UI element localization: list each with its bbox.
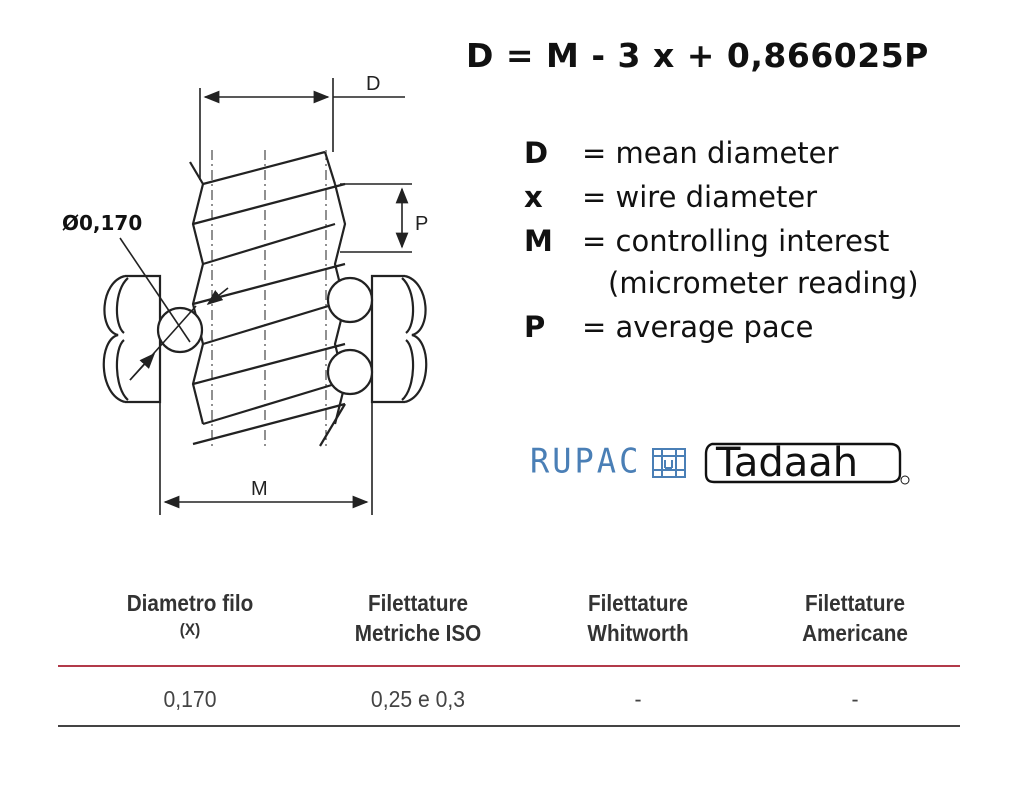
dimension-D xyxy=(199,78,405,180)
measuring-wires xyxy=(156,276,374,396)
legend-item-p: P = average pace xyxy=(524,310,813,344)
legend-item-x: x = wire diameter xyxy=(524,180,817,214)
table-cell: - xyxy=(851,686,859,712)
label-M: M xyxy=(251,478,268,500)
label-P: P xyxy=(415,213,428,235)
wire-diameter-label: Ø0,170 xyxy=(62,211,142,235)
table-cell: 0,170 xyxy=(163,686,217,712)
table-cell: 0,25 e 0,3 xyxy=(370,686,466,712)
legend-definition: = average pace xyxy=(582,310,814,344)
header-line1: Diametro filo xyxy=(126,590,254,616)
legend-symbol: D xyxy=(524,136,549,170)
header-line1: Filettature xyxy=(367,590,469,616)
legend-definition: = wire diameter xyxy=(582,180,818,214)
tadaah-logo: Tadaah xyxy=(704,440,910,486)
tadaah-logo-text: Tadaah xyxy=(715,440,858,486)
thread-wire-measurement-diagram: Ø0,170 D P M xyxy=(62,73,428,515)
wire-right-top xyxy=(326,276,374,324)
header-line2: (X) xyxy=(179,620,201,639)
header-line1: Filettature xyxy=(587,590,689,616)
legend-definition: = controlling interest xyxy=(582,224,890,258)
wire-left xyxy=(156,306,204,354)
header-line1: Filettature xyxy=(804,590,906,616)
table-header-rule xyxy=(58,665,960,667)
label-D: D xyxy=(366,73,380,95)
wire-right-bottom xyxy=(326,348,374,396)
table-bottom-rule xyxy=(58,725,960,727)
table-cell: - xyxy=(634,686,642,712)
dimension-M xyxy=(159,402,373,515)
header-line2: Whitworth xyxy=(587,620,689,646)
wire-diameter-leader xyxy=(119,237,229,381)
table-header-metriche: Filettature Metriche ISO xyxy=(328,588,508,648)
legend-item-m: M = controlling interest xyxy=(524,224,889,258)
left-anvil xyxy=(102,274,162,404)
table-header-americane: Filettature Americane xyxy=(765,588,945,648)
rupac-logo: RUPAC xyxy=(530,441,642,481)
dimension-P xyxy=(340,183,412,253)
rupac-mark-icon xyxy=(652,448,686,478)
formula: D = M - 3 x + 0,866025P xyxy=(466,36,929,75)
legend-symbol: x xyxy=(524,180,543,214)
right-anvil xyxy=(370,274,428,404)
table-header-whitworth: Filettature Whitworth xyxy=(548,588,728,648)
legend-symbol: P xyxy=(524,310,546,344)
legend-symbol: M xyxy=(524,224,553,258)
header-line2: Metriche ISO xyxy=(354,620,482,646)
header-line2: Americane xyxy=(802,620,908,646)
table-header-diametro: Diametro filo (X) xyxy=(105,588,276,642)
legend-item-m-continuation: (micrometer reading) xyxy=(608,266,919,300)
legend-definition: = mean diameter xyxy=(582,136,839,170)
legend-item-d: D = mean diameter xyxy=(524,136,838,170)
